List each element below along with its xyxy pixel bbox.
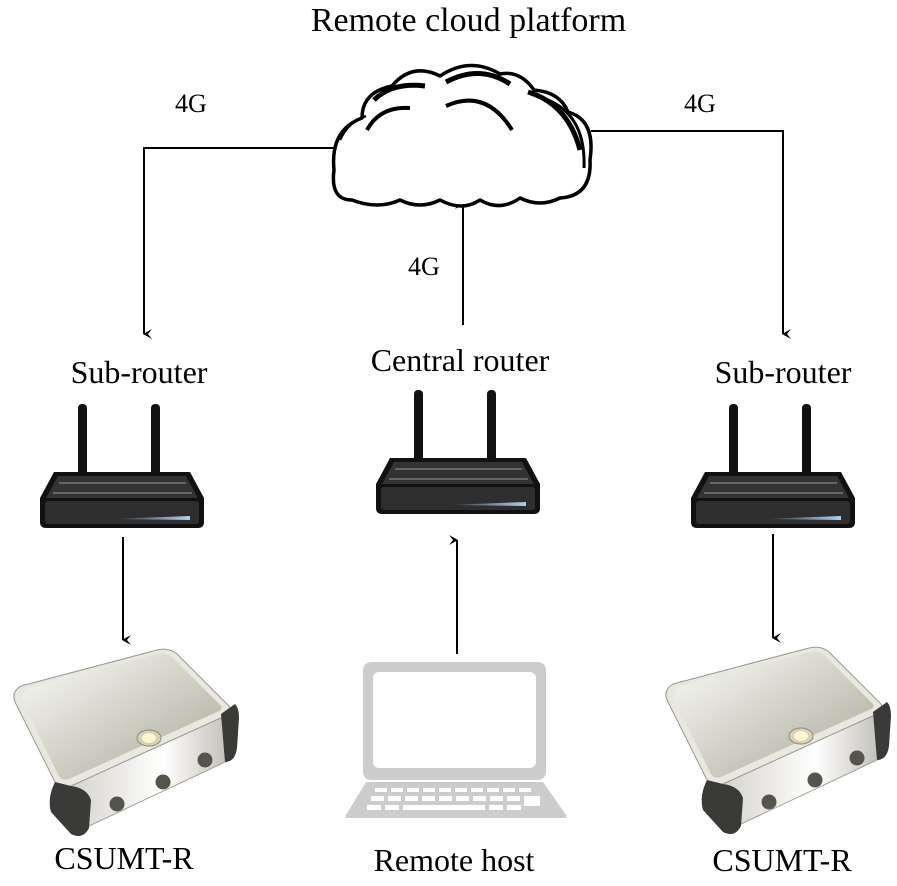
sub-router-right-icon (690, 403, 856, 529)
laptop-icon (345, 662, 567, 818)
link-label-center: 4G (408, 252, 440, 281)
sub-router-left-label: Sub-router (70, 354, 208, 390)
central-router-icon (375, 389, 541, 515)
link-cloud-to-right-subrouter (591, 130, 791, 339)
remote-host-label: Remote host (373, 842, 535, 878)
cloud-label: Remote cloud platform (310, 2, 627, 39)
csumt-r-right-icon (665, 646, 892, 835)
central-router-label: Central router (370, 342, 550, 378)
csumt-r-left-label: CSUMT-R (54, 840, 194, 876)
cloud-icon (331, 63, 593, 208)
link-label-left: 4G (175, 89, 207, 118)
csumt-r-left-icon (13, 648, 240, 837)
sub-router-left-icon (39, 403, 205, 529)
link-cloud-to-left-subrouter (143, 147, 334, 339)
csumt-r-right-label: CSUMT-R (712, 842, 852, 878)
link-label-right: 4G (684, 89, 716, 118)
sub-router-right-label: Sub-router (714, 354, 852, 390)
